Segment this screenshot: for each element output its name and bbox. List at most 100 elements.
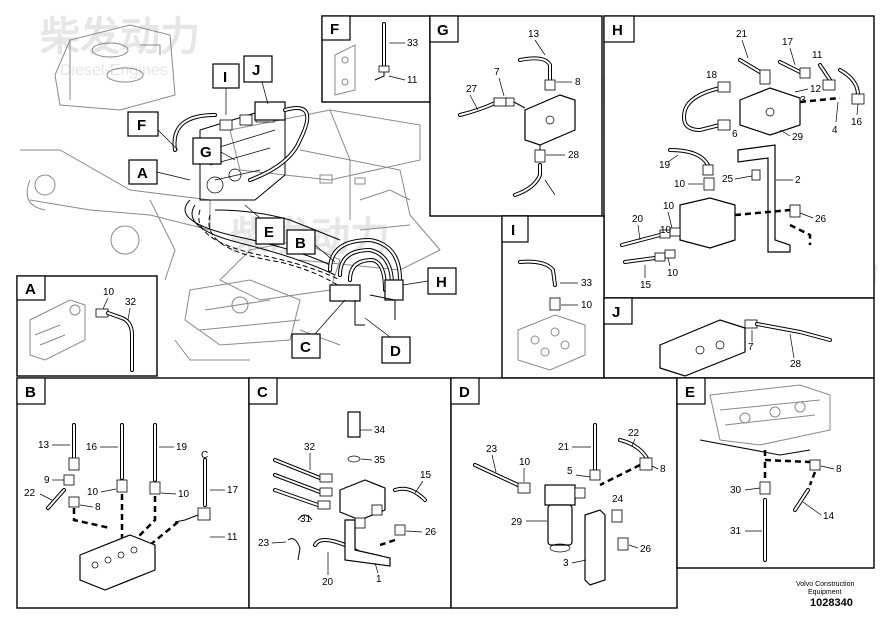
callout-label: I <box>223 69 227 86</box>
part-number: 15 <box>420 470 432 481</box>
callout-b <box>286 229 316 255</box>
detail-panel-i: I 33 10 <box>501 215 605 379</box>
part-number: 13 <box>38 440 50 451</box>
part-number: 23 <box>486 444 498 455</box>
detail-panel-g: G 13 8 27 7 28 <box>429 15 603 217</box>
part-number: 10 <box>663 201 675 212</box>
part-number: 26 <box>815 214 827 225</box>
part-number: 26 <box>425 527 437 538</box>
part-number: 11 <box>812 50 823 61</box>
panel-label: C <box>257 384 268 401</box>
detail-panel-j: J 7 28 <box>603 297 875 379</box>
part-number: 28 <box>790 359 802 370</box>
callout-label: F <box>137 117 146 134</box>
part-number: 13 <box>528 29 540 40</box>
footer: Volvo Construction Equipment 1028340 <box>796 581 854 609</box>
panel-label: J <box>612 304 620 321</box>
part-number: 29 <box>792 132 804 143</box>
detail-panel-a: A 10 32 <box>16 275 158 377</box>
part-number: 1 <box>376 574 382 585</box>
part-number: 3 <box>563 558 569 569</box>
part-number: 2 <box>795 175 801 186</box>
callout-d <box>381 336 411 364</box>
part-number: 18 <box>706 70 718 81</box>
part-number: 27 <box>466 84 478 95</box>
company-name: Volvo Construction <box>796 581 854 588</box>
panel-label: I <box>511 222 515 239</box>
detail-panel-f: F 33 11 <box>321 15 431 103</box>
part-number: 8 <box>95 502 101 513</box>
part-number: 8 <box>836 464 842 475</box>
part-number: 30 <box>730 485 742 496</box>
detail-panel-b: B 13 16 19 C 17 11 9 22 8 10 10 <box>16 377 250 609</box>
part-number: 20 <box>322 577 334 588</box>
callout-label: D <box>390 343 401 360</box>
callout-label: A <box>137 165 148 182</box>
part-number: 10 <box>667 268 679 279</box>
part-number: 14 <box>823 511 835 522</box>
part-number: 10 <box>519 457 531 468</box>
panel-label: E <box>685 384 695 401</box>
part-number: 22 <box>628 428 640 439</box>
panel-label: G <box>437 22 449 39</box>
part-number: 10 <box>581 300 593 311</box>
part-number: 26 <box>640 544 652 555</box>
part-number: 11 <box>407 75 418 86</box>
detail-panel-e: E 8 14 30 31 <box>676 377 875 569</box>
part-number: 10 <box>178 489 190 500</box>
part-number: 35 <box>374 455 386 466</box>
part-number: 22 <box>24 488 36 499</box>
part-number: 9 <box>44 475 50 486</box>
part-number: 16 <box>86 442 98 453</box>
callout-f <box>127 111 159 137</box>
part-number: 21 <box>558 442 570 453</box>
part-number: 19 <box>176 442 188 453</box>
panel-label: D <box>459 384 470 401</box>
part-number: 20 <box>632 214 644 225</box>
part-number: 6 <box>732 129 738 140</box>
part-number: 8 <box>660 464 666 475</box>
part-number: 25 <box>722 174 734 185</box>
callout-label: G <box>200 144 212 161</box>
part-number: 28 <box>568 150 580 161</box>
part-number: 24 <box>612 494 624 505</box>
part-number: 15 <box>640 280 652 291</box>
part-number: 8 <box>575 77 581 88</box>
part-number: 17 <box>782 37 794 48</box>
part-number: 16 <box>851 117 863 128</box>
callout-h <box>427 267 457 295</box>
callout-label: E <box>264 224 274 241</box>
part-number: 23 <box>258 538 270 549</box>
panel-label: H <box>612 22 623 39</box>
part-number: 7 <box>748 342 754 353</box>
detail-panel-d: D 23 10 21 5 22 8 29 24 3 <box>450 377 678 609</box>
watermark-sub: Diesel-Engines <box>60 62 168 79</box>
callout-i <box>212 63 240 89</box>
main-machine-view: F I J G A E B H C D <box>20 24 457 364</box>
callout-label: C <box>300 339 311 356</box>
panel-label: F <box>330 21 339 38</box>
callout-j <box>243 55 273 83</box>
part-number: 10 <box>87 487 99 498</box>
part-number: 33 <box>581 278 593 289</box>
callout-label: B <box>295 235 306 252</box>
part-number: 7 <box>494 67 500 78</box>
document-number: 1028340 <box>810 597 853 609</box>
part-number: 11 <box>227 532 238 543</box>
part-number: 4 <box>832 125 838 136</box>
part-number: 33 <box>407 38 419 49</box>
part-number: 10 <box>674 179 686 190</box>
part-number: 5 <box>567 466 573 477</box>
company-name-line2: Equipment <box>808 589 842 596</box>
part-number: 10 <box>103 287 115 298</box>
panel-label: B <box>25 384 36 401</box>
detail-panel-c: C 34 35 32 15 31 26 23 <box>248 377 452 609</box>
letter-c: C <box>201 450 208 461</box>
part-number: 32 <box>125 297 137 308</box>
part-number: 21 <box>736 29 748 40</box>
callout-e <box>255 217 285 245</box>
part-number: 32 <box>304 442 316 453</box>
part-number: 29 <box>511 517 523 528</box>
detail-panel-h: H 21 17 11 16 12 3 4 29 18 6 <box>603 15 875 299</box>
callout-a <box>128 159 158 185</box>
